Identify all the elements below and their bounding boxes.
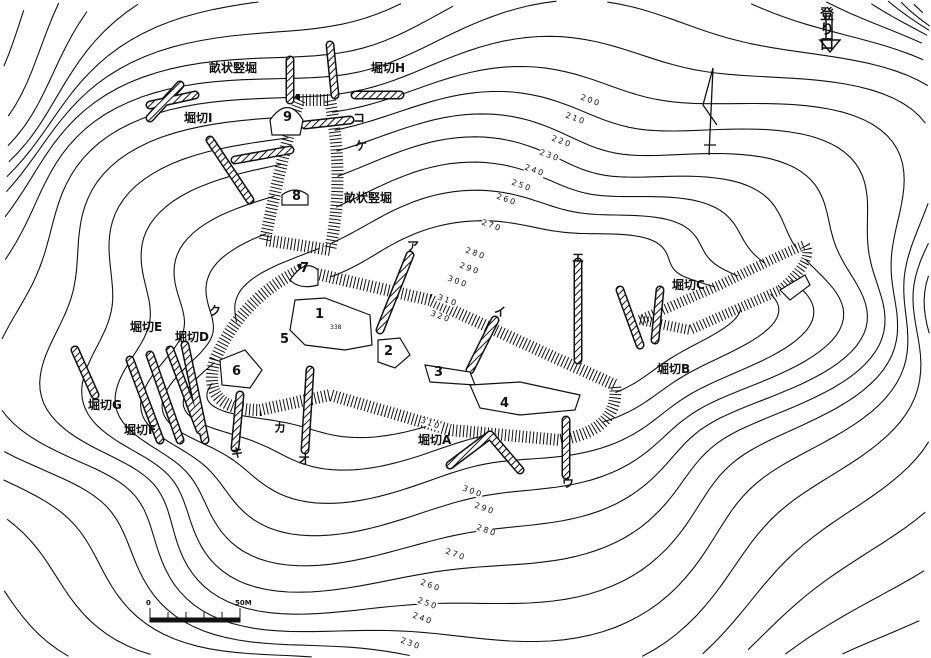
- ditch-fill: [327, 42, 338, 98]
- enclosure-6: 6: [232, 364, 242, 379]
- enclosure-2: 2: [384, 344, 394, 359]
- ditch-fill: [72, 347, 98, 398]
- ditch-fill: [617, 287, 643, 348]
- ditch-f-label: 堀切F: [124, 423, 157, 437]
- enclosure-outline: [269, 106, 304, 136]
- enclosure-outline: [289, 265, 319, 288]
- contour-line: [161, 161, 815, 504]
- contour-line: [8, 0, 930, 655]
- ditch-fill: [377, 252, 413, 333]
- ditch-g-label: 堀切G: [88, 398, 122, 412]
- ditch-fill: [182, 342, 208, 443]
- contour-line: [39, 65, 905, 615]
- enclosures: [219, 106, 811, 416]
- contour-line: [3, 1, 928, 657]
- ditch-c-label: 堀切C: [672, 278, 705, 292]
- summit-elevation: 338: [330, 324, 342, 331]
- ditch-fill: [167, 347, 203, 433]
- contour-line: [5, 1, 926, 655]
- north-arrow-icon: [702, 67, 718, 156]
- entrance-arrow-icon: [818, 14, 842, 54]
- enclosure-4: 4: [500, 396, 510, 411]
- ditch-fill: [467, 317, 498, 373]
- scale-start: 0: [146, 599, 151, 607]
- ditch-fill: [147, 92, 198, 108]
- enclosure-outline: [281, 189, 309, 206]
- hachured-slope: [206, 263, 622, 447]
- ditch-e-label: 堀切E: [130, 320, 163, 334]
- ditches: [70, 40, 665, 480]
- contour-line: [182, 189, 780, 471]
- ditch-fill: [147, 352, 183, 443]
- hachured-slope: [623, 239, 813, 336]
- tatebori-label-north: 畝状竪堀: [209, 61, 258, 75]
- contour-line: [7, 1, 931, 147]
- contour-line: [3, 3, 930, 658]
- contour-line: [4, 0, 929, 657]
- point-ko: コ: [353, 111, 366, 125]
- ditch-a-label: 堀切A: [418, 433, 452, 447]
- ditch-i-label: 堀切I: [184, 111, 213, 125]
- hachured-slope: [257, 94, 344, 257]
- contour-line: [7, 2, 924, 117]
- enclosure-1: 1: [315, 307, 325, 322]
- enclosure-7: 7: [300, 261, 310, 276]
- ditch-h-label: 堀切H: [371, 61, 406, 75]
- ditch-fill: [302, 117, 353, 128]
- enclosure-3: 3: [434, 365, 444, 380]
- ditch-fill: [447, 432, 493, 468]
- ditch-fill: [487, 432, 523, 473]
- contour-line: [3, 10, 25, 67]
- scale-end: 50M: [235, 599, 252, 607]
- ditch-b-label: 堀切B: [657, 362, 691, 376]
- ditch-fill: [302, 367, 313, 453]
- point-i: イ: [494, 305, 507, 319]
- enclosure-outline: [469, 381, 581, 416]
- ditch-fill: [232, 392, 243, 451]
- scale-bar: [149, 608, 241, 623]
- enclosure-outline: [219, 349, 263, 389]
- enclosure-9: 9: [283, 110, 293, 125]
- point-ki: キ: [231, 446, 244, 460]
- ditch-fill: [127, 357, 163, 443]
- ditch-fill: [207, 137, 253, 203]
- enclosure-outline: [289, 297, 373, 351]
- contour-line: [1, 35, 929, 643]
- entrance-label: 登り口: [820, 7, 834, 53]
- ditch-fill: [232, 147, 293, 163]
- enclosure-5: 5: [280, 332, 290, 347]
- tatebori-label-east: 畝状竪堀: [344, 191, 393, 205]
- contour-line: [140, 136, 845, 537]
- point-a: ア: [407, 239, 420, 253]
- point-ku: ク: [209, 304, 222, 318]
- enclosure-outline: [779, 274, 811, 301]
- ditch-fill: [652, 287, 663, 343]
- point-e: エ: [572, 251, 585, 265]
- enclosure-8: 8: [292, 189, 302, 204]
- point-ka: カ: [274, 421, 287, 435]
- point-ke: ケ: [355, 139, 368, 153]
- enclosure-outline: [377, 337, 411, 369]
- contour-line: [81, 90, 886, 593]
- contour-line: [114, 113, 868, 567]
- point-o: オ: [298, 453, 311, 467]
- point-u: ウ: [562, 476, 575, 490]
- ditch-d-label: 堀切D: [175, 330, 209, 344]
